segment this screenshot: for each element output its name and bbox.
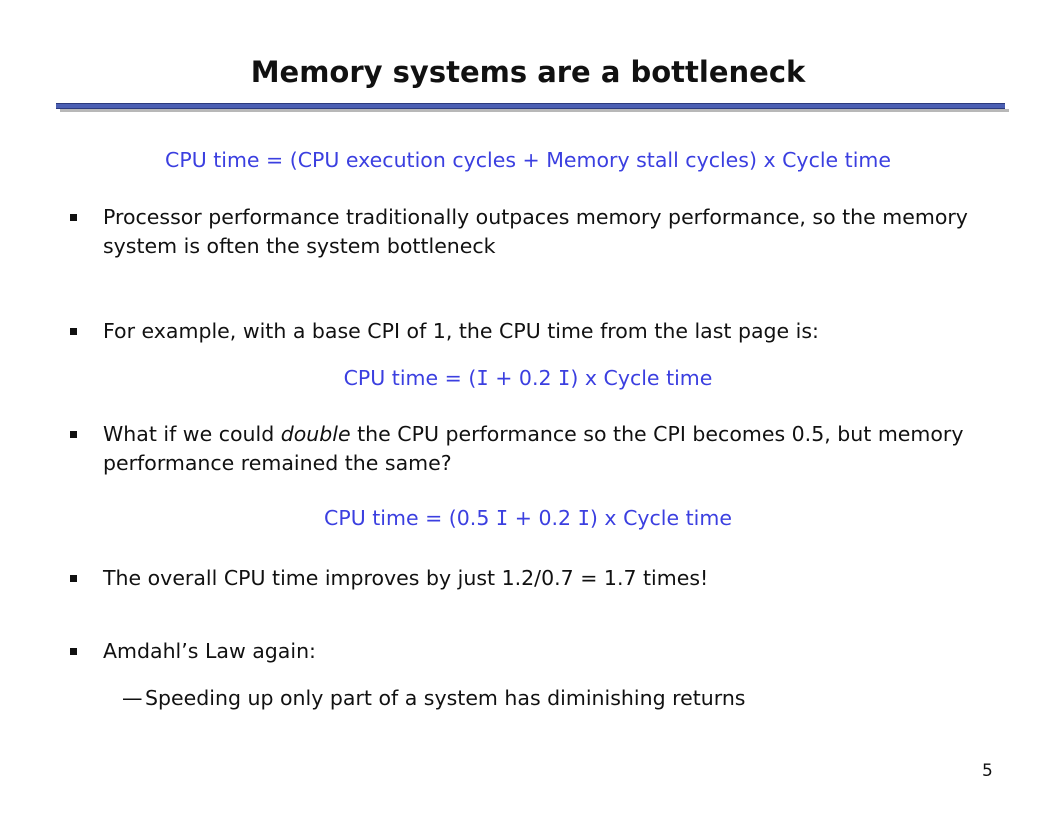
formula-half-cpi: CPU time = (0.5 I + 0.2 I) x Cycle time <box>0 504 1056 532</box>
bullet-text-after: the CPU performance so the CPI becomes 0… <box>103 422 964 475</box>
sub-bullet-dash: — <box>122 686 143 710</box>
formula-var-i: I <box>495 506 509 530</box>
bullet-marker <box>70 431 77 438</box>
formula-suffix: ) x Cycle time <box>570 366 713 390</box>
formula-base-cpi: CPU time = (I + 0.2 I) x Cycle time <box>0 364 1056 392</box>
title-divider <box>56 103 1009 113</box>
bullet-marker <box>70 575 77 582</box>
bullet-text: The overall CPU time improves by just 1.… <box>103 566 709 590</box>
sub-bullet-text: Speeding up only part of a system has di… <box>145 686 746 710</box>
bullet-marker <box>70 328 77 335</box>
page-number: 5 <box>982 761 993 781</box>
formula-var-i: I <box>476 366 489 390</box>
title-divider-shadow <box>60 109 1009 112</box>
bullet-marker <box>70 214 77 221</box>
bullet-text-emphasis: double <box>280 422 351 446</box>
formula-suffix: ) x Cycle time <box>589 506 732 530</box>
bullet-text: What if we could double the CPU performa… <box>103 420 983 478</box>
formula-var-i: I <box>558 366 571 390</box>
slide-title: Memory systems are a bottleneck <box>250 55 806 89</box>
bullet-text-before: What if we could <box>103 422 281 446</box>
bullet-text: Processor performance traditionally outp… <box>103 205 968 258</box>
formula-middle: + 0.2 <box>508 506 578 530</box>
bullet-text: Amdahl’s Law again: <box>103 639 316 663</box>
formula-middle: + 0.2 <box>488 366 559 390</box>
formula-prefix: CPU time = (0.5 <box>324 506 496 530</box>
title-divider-bar <box>56 103 1005 109</box>
bullet-text: For example, with a base CPI of 1, the C… <box>103 319 819 343</box>
bullet-marker <box>70 648 77 655</box>
formula-var-i: I <box>577 506 590 530</box>
formula-cpu-time: CPU time = (CPU execution cycles + Memor… <box>165 148 891 172</box>
formula-prefix: CPU time = ( <box>343 366 477 390</box>
